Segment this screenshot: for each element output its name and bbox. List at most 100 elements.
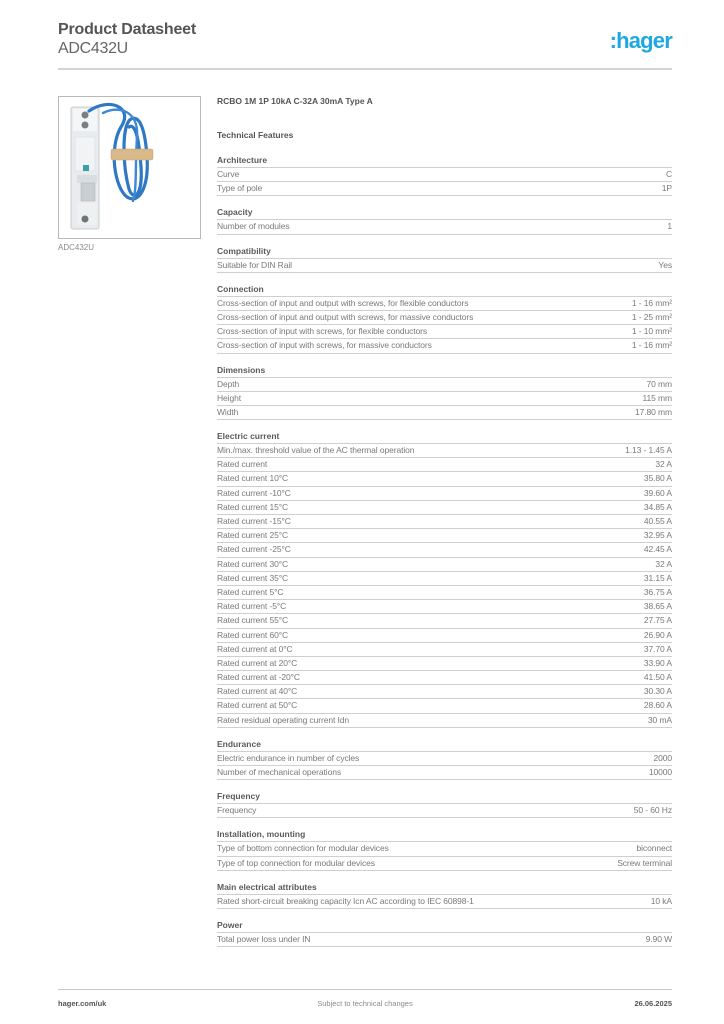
- spec-value: 27.75 A: [643, 615, 672, 626]
- spec-value: 32 A: [655, 558, 672, 569]
- spec-label: Rated current 25°C: [217, 530, 289, 541]
- rcbo-device-icon: [70, 102, 154, 230]
- spec-label: Rated current 35°C: [217, 572, 289, 583]
- spec-value: 2000: [653, 752, 672, 763]
- technical-features-heading: Technical Features: [217, 130, 294, 140]
- spec-value: 1 - 10 mm²: [631, 326, 672, 337]
- spec-label: Rated current 60°C: [217, 629, 289, 640]
- spec-row: Rated current 60°C 26.90 A: [217, 629, 672, 643]
- spec-label: Number of mechanical operations: [217, 767, 341, 777]
- spec-value: 10000: [648, 767, 672, 777]
- spec-row: Suitable for DIN Rail Yes: [217, 259, 672, 273]
- section-title: Connection: [217, 284, 672, 297]
- spec-value: 38.65 A: [643, 601, 672, 612]
- spec-value: 32 A: [655, 459, 672, 470]
- spec-label: Suitable for DIN Rail: [217, 259, 292, 270]
- section-title: Architecture: [217, 155, 672, 168]
- spec-row: Curve C: [217, 168, 672, 183]
- section-title: Installation, mounting: [217, 829, 672, 843]
- section-title: Dimensions: [217, 365, 672, 378]
- spec-value: 1: [667, 221, 672, 232]
- spec-row: Type of top connection for modular devic…: [217, 857, 672, 871]
- spec-row: Electric endurance in number of cycles 20…: [217, 752, 672, 766]
- product-image: [58, 96, 201, 239]
- spec-label: Type of pole: [217, 183, 263, 194]
- spec-label: Rated current 10°C: [217, 473, 289, 484]
- spec-label: Rated current 5°C: [217, 586, 284, 597]
- footer-date: 26.06.2025: [634, 999, 672, 1008]
- spec-label: Rated current at 40°C: [217, 686, 298, 697]
- section-title: Power: [217, 920, 672, 933]
- spec-row: Rated current 25°C 32.95 A: [217, 529, 672, 544]
- spec-label: Electric endurance in number of cycles: [217, 752, 360, 763]
- header-divider: [58, 68, 672, 70]
- footer-website-link[interactable]: hager.com/uk: [58, 999, 107, 1008]
- document-title: Product Datasheet: [58, 21, 196, 38]
- spec-row: Depth 70 mm: [217, 378, 672, 392]
- spec-value: 50 - 60 Hz: [633, 805, 672, 816]
- spec-value: 34.85 A: [643, 501, 672, 512]
- spec-row: Rated current 30°C 32 A: [217, 558, 672, 572]
- spec-label: Rated current at 20°C: [217, 657, 298, 668]
- spec-row: Cross-section of input with screws, for …: [217, 325, 672, 340]
- spec-value: 1.13 - 1.45 A: [625, 445, 672, 456]
- spec-label: Depth: [217, 378, 240, 389]
- section-title: Main electrical attributes: [217, 882, 672, 895]
- spec-value: 31.15 A: [643, 572, 672, 583]
- spec-label: Rated short-circuit breaking capacity Ic…: [217, 895, 474, 906]
- footer-notice: Subject to technical changes: [317, 999, 413, 1008]
- spec-label: Type of bottom connection for modular de…: [217, 843, 389, 854]
- product-description: RCBO 1M 1P 10kA C-32A 30mA Type A: [217, 96, 373, 106]
- spec-value: 40.55 A: [643, 516, 672, 526]
- hager-logo: :hager: [609, 28, 673, 53]
- spec-label: Curve: [217, 169, 240, 179]
- spec-label: Cross-section of input with screws, for …: [217, 326, 427, 337]
- spec-value: 26.90 A: [643, 629, 672, 640]
- spec-value: 41.50 A: [643, 672, 672, 683]
- spec-value: 39.60 A: [643, 487, 672, 498]
- spec-row: Frequency 50 - 60 Hz: [217, 804, 672, 819]
- product-image-caption: ADC432U: [58, 243, 95, 252]
- spec-label: Rated current 30°C: [217, 558, 289, 569]
- spec-label: Cross-section of input and output with s…: [217, 297, 469, 308]
- spec-value: 30 mA: [647, 714, 672, 725]
- spec-label: Frequency: [217, 805, 257, 816]
- spec-value: 70 mm: [646, 378, 673, 389]
- spec-value: 42.45 A: [643, 544, 672, 555]
- spec-row: Rated short-circuit breaking capacity Ic…: [217, 895, 672, 909]
- spec-value: Yes: [658, 259, 672, 270]
- spec-value: 10 kA: [650, 895, 672, 906]
- spec-value: 9.90 W: [645, 933, 672, 944]
- spec-value: 17.80 mm: [635, 406, 672, 417]
- spec-label: Rated current 55°C: [217, 615, 289, 626]
- spec-value: C: [665, 169, 672, 179]
- spec-row: Cross-section of input and output with s…: [217, 311, 672, 326]
- spec-value: 1P: [661, 183, 672, 194]
- spec-value: 35.80 A: [643, 473, 672, 484]
- spec-label: Rated current 15°C: [217, 501, 289, 512]
- footer-divider: [58, 989, 672, 990]
- spec-value: Screw terminal: [617, 857, 672, 868]
- spec-label: Cross-section of input with screws, for …: [217, 340, 432, 351]
- spec-value: 32.95 A: [643, 530, 672, 541]
- spec-value: 36.75 A: [643, 586, 672, 597]
- product-code: ADC432U: [58, 40, 128, 57]
